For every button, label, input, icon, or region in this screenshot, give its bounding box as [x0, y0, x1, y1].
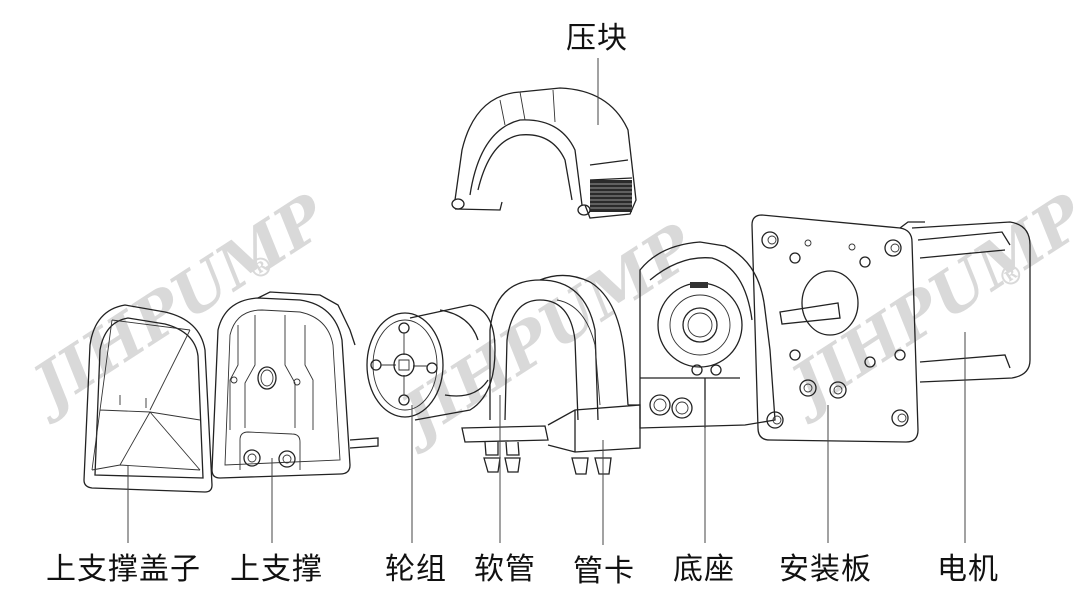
leader-lines	[127, 58, 966, 545]
pressure-block-part	[451, 87, 637, 219]
label-pressure-block: 压块	[566, 21, 628, 56]
label-upper-support-cover: 上支撑盖子	[46, 552, 201, 587]
watermark-left: JIHPUMP ®	[12, 179, 341, 428]
grip-ridges	[590, 180, 632, 212]
label-mounting-plate: 安装板	[779, 552, 872, 587]
watermark-text: JIHPUMP	[380, 209, 709, 458]
roller-assembly-part	[366, 304, 496, 421]
upper-support-cover-part	[83, 304, 213, 493]
motor-part	[911, 221, 1031, 383]
mounting-plate-part	[751, 214, 925, 443]
watermark-right: JIHPUMP ®	[770, 179, 1080, 428]
label-tube-clamp: 管卡	[573, 554, 635, 589]
watermark-center: JIHPUMP	[380, 209, 709, 458]
tube-part	[461, 274, 629, 473]
tube-clamp-part	[547, 404, 641, 475]
label-roller-assembly: 轮组	[385, 552, 447, 587]
label-upper-support: 上支撑	[230, 552, 323, 587]
base-part	[628, 241, 776, 429]
watermark-text: JIHPUMP	[12, 179, 341, 428]
watermark-text: JIHPUMP	[770, 179, 1080, 428]
label-tube: 软管	[474, 552, 536, 587]
label-motor: 电机	[937, 552, 999, 587]
label-base: 底座	[673, 552, 735, 587]
upper-support-part	[211, 291, 379, 479]
